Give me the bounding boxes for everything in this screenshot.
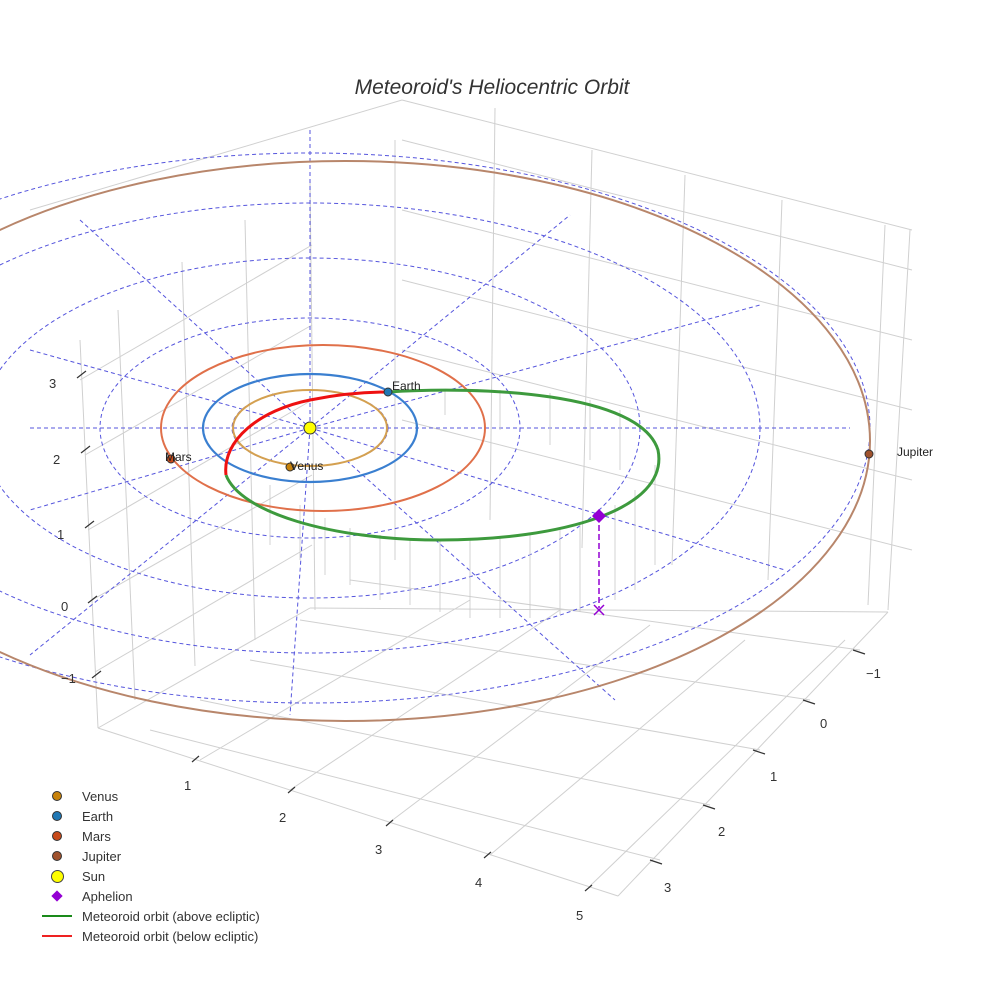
- x-tick-1: 1: [184, 778, 191, 793]
- y-tick-3: 3: [664, 880, 671, 895]
- legend-item-earth[interactable]: Earth: [40, 806, 260, 826]
- earth-dot-icon: [52, 811, 62, 821]
- green-line-icon: [42, 915, 72, 917]
- earth-label: Earth: [392, 379, 421, 393]
- x-tick-3: 3: [375, 842, 382, 857]
- mars-label: Mars: [165, 450, 192, 464]
- jupiter-label: Jupiter: [897, 445, 933, 459]
- legend-label: Jupiter: [82, 848, 122, 864]
- legend-item-orbit-above[interactable]: Meteoroid orbit (above ecliptic): [40, 906, 260, 926]
- meteoroid-orbit-below: [224, 390, 389, 476]
- legend: Venus Earth Mars Jupiter Sun Aphelion Me…: [40, 786, 260, 946]
- meteoroid-orbit-above: [224, 388, 661, 542]
- legend-item-venus[interactable]: Venus: [40, 786, 260, 806]
- legend-item-jupiter[interactable]: Jupiter: [40, 846, 260, 866]
- aphelion-marker[interactable]: [592, 509, 606, 523]
- z-tick-2: 2: [53, 452, 60, 467]
- y-tick-2: 2: [718, 824, 725, 839]
- legend-item-orbit-below[interactable]: Meteoroid orbit (below ecliptic): [40, 926, 260, 946]
- z-tick-3: 3: [49, 376, 56, 391]
- legend-label: Meteoroid orbit (above ecliptic): [82, 908, 260, 924]
- venus-label: Venus: [290, 459, 323, 473]
- legend-label: Venus: [82, 788, 119, 804]
- legend-label: Meteoroid orbit (below ecliptic): [82, 928, 259, 944]
- legend-label: Sun: [82, 868, 106, 884]
- grid-lines: [29, 99, 913, 897]
- meteoroid-drop-lines: [269, 390, 656, 618]
- sun-marker[interactable]: [303, 421, 317, 435]
- legend-label: Mars: [82, 828, 111, 844]
- jupiter-dot-icon: [52, 851, 62, 861]
- legend-item-sun[interactable]: Sun: [40, 866, 260, 886]
- x-tick-4: 4: [475, 875, 482, 890]
- x-tick-5: 5: [576, 908, 583, 923]
- y-axis-ticks: [649, 649, 866, 865]
- venus-dot-icon: [52, 791, 62, 801]
- diamond-icon: [51, 890, 63, 902]
- y-tick-0: 0: [820, 716, 827, 731]
- venus-marker[interactable]: [285, 462, 295, 472]
- y-tick-1: 1: [770, 769, 777, 784]
- red-line-icon: [42, 935, 72, 937]
- z-tick-1: 1: [57, 527, 64, 542]
- mars-marker[interactable]: [166, 454, 176, 464]
- sun-circle-icon: [50, 869, 64, 883]
- aphelion-projection-x: [593, 604, 605, 616]
- y-tick-neg1: −1: [866, 666, 881, 681]
- earth-orbit: [201, 372, 419, 484]
- z-tick-neg1: −1: [61, 671, 76, 686]
- venus-orbit: [232, 389, 388, 467]
- z-axis-ticks: [76, 370, 102, 679]
- legend-item-aphelion[interactable]: Aphelion: [40, 886, 260, 906]
- jupiter-marker[interactable]: [864, 449, 874, 459]
- x-tick-2: 2: [279, 810, 286, 825]
- ecliptic-reference-grid: [0, 130, 871, 716]
- chart-title: Meteoroid's Heliocentric Orbit: [354, 76, 630, 99]
- z-tick-0: 0: [61, 599, 68, 614]
- legend-item-mars[interactable]: Mars: [40, 826, 260, 846]
- jupiter-orbit: [0, 160, 871, 722]
- legend-label: Earth: [82, 808, 114, 824]
- earth-marker[interactable]: [383, 387, 393, 397]
- mars-orbit: [160, 344, 486, 512]
- x-axis-ticks: [191, 755, 593, 892]
- mars-dot-icon: [52, 831, 62, 841]
- legend-label: Aphelion: [82, 888, 133, 904]
